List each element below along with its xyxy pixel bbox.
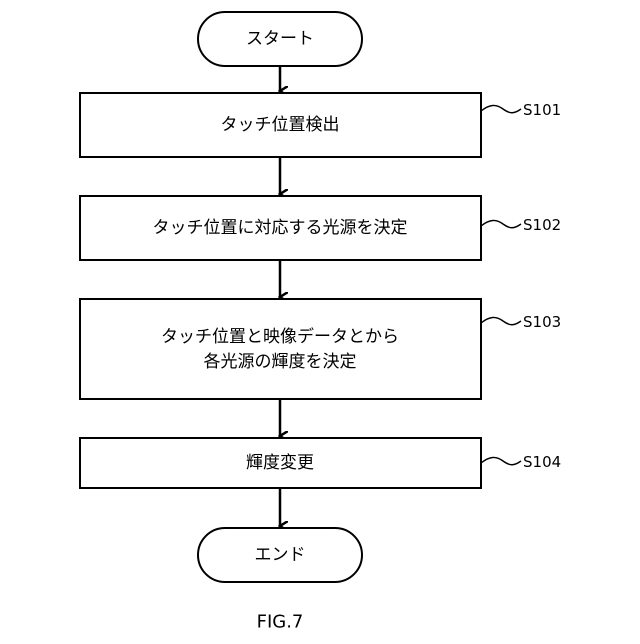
start-terminal: スタート — [198, 12, 362, 66]
step-id-leader-s103 — [481, 317, 521, 324]
process-step-s101-text: タッチ位置検出 — [221, 115, 340, 135]
start-terminal-label: スタート — [246, 29, 314, 49]
process-step-s101: タッチ位置検出 S101 — [80, 93, 561, 157]
process-step-s104-text: 輝度変更 — [246, 453, 314, 473]
process-step-s103-box — [80, 299, 481, 399]
end-terminal-label: エンド — [255, 545, 306, 565]
figure-label: FIG.7 — [257, 612, 304, 633]
step-id-leader-s104 — [481, 457, 521, 464]
process-step-s103: タッチ位置と映像データとから 各光源の輝度を決定 S103 — [80, 299, 561, 399]
step-id-label-s103: S103 — [523, 313, 561, 331]
process-step-s103-text-line2: 各光源の輝度を決定 — [204, 352, 357, 372]
end-terminal: エンド — [198, 528, 362, 582]
process-step-s102: タッチ位置に対応する光源を決定 S102 — [80, 196, 561, 260]
step-id-label-s102: S102 — [523, 216, 561, 234]
step-id-leader-s101 — [481, 105, 521, 112]
step-id-label-s101: S101 — [523, 101, 561, 119]
step-id-label-s104: S104 — [523, 453, 561, 471]
process-step-s104: 輝度変更 S104 — [80, 438, 561, 488]
process-step-s102-text: タッチ位置に対応する光源を決定 — [153, 218, 408, 238]
process-step-s103-text-line1: タッチ位置と映像データとから — [161, 326, 399, 347]
step-id-leader-s102 — [481, 220, 521, 227]
